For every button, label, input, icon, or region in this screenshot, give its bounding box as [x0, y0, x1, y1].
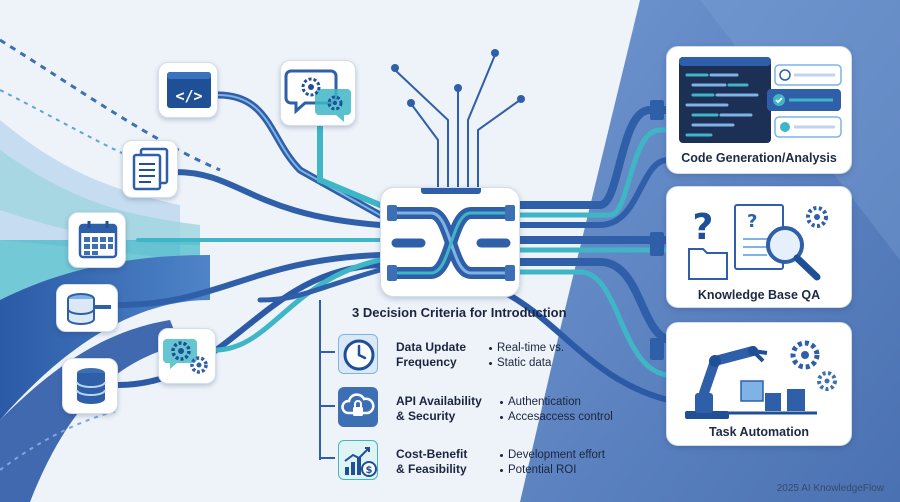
- criterion-1-detail-line1: Real-time vs.: [497, 342, 565, 354]
- bullet: [500, 469, 503, 472]
- gear-settings-icon: [158, 328, 216, 384]
- criterion-3-name-line2: & Feasibility: [396, 462, 467, 476]
- documents-icon: [122, 140, 178, 198]
- bullet: [500, 454, 503, 457]
- criterion-2-detail-line2: Accesaccess control: [508, 411, 613, 423]
- svg-text:$: $: [366, 465, 373, 476]
- svg-text:?: ?: [747, 211, 757, 232]
- robot-arm-icon: [685, 340, 837, 419]
- svg-text:</>: </>: [175, 87, 202, 105]
- criterion-3-name-line1: Cost-Benefit: [396, 447, 468, 461]
- output-card-knowledge-base: ? ? Knowledge Base QA: [666, 186, 852, 308]
- criterion-1-name-line1: Data Update: [396, 340, 467, 354]
- criterion-3-detail-line1: Development effort: [508, 449, 605, 461]
- code-icon: </>: [158, 62, 218, 118]
- cloud-lock-icon: [338, 387, 378, 427]
- criterion-2-name-line1: API Availability: [396, 394, 482, 408]
- calendar-icon: [68, 212, 126, 268]
- criterion-2-name-line2: & Security: [396, 409, 456, 423]
- bullet: [489, 347, 492, 350]
- database-icon: [56, 284, 118, 332]
- bullet: [500, 416, 503, 419]
- footer-credit: 2025 AI KnowledgeFlow: [776, 483, 884, 494]
- svg-text:?: ?: [693, 207, 714, 248]
- storage-icon: [62, 358, 118, 414]
- output-label-knowledge-base: Knowledge Base QA: [697, 288, 821, 302]
- interlinked-pipes-icon: [387, 188, 515, 281]
- bullet: [489, 362, 492, 365]
- output-card-task-automation: Task Automation: [666, 322, 852, 446]
- output-label-code-generation: Code Generation/Analysis: [681, 151, 837, 165]
- criteria-title: 3 Decision Criteria for Introduction: [352, 305, 567, 320]
- code-editor-icon: [679, 57, 842, 143]
- question-search-icon: ? ?: [688, 204, 828, 281]
- criterion-1-detail-line2: Static data: [497, 357, 552, 369]
- criterion-2-detail-line1: Authentication: [508, 396, 581, 408]
- chart-coin-icon: $: [338, 440, 378, 480]
- output-card-code-generation: Code Generation/Analysis: [666, 46, 852, 174]
- chat-gears-icon: [280, 60, 356, 126]
- criterion-3-detail-line2: Potential ROI: [508, 464, 577, 476]
- bullet: [500, 401, 503, 404]
- criterion-1-name-line2: Frequency: [396, 355, 457, 369]
- central-hub: [380, 187, 520, 297]
- clock-icon: [338, 334, 378, 374]
- output-label-task-automation: Task Automation: [708, 425, 809, 439]
